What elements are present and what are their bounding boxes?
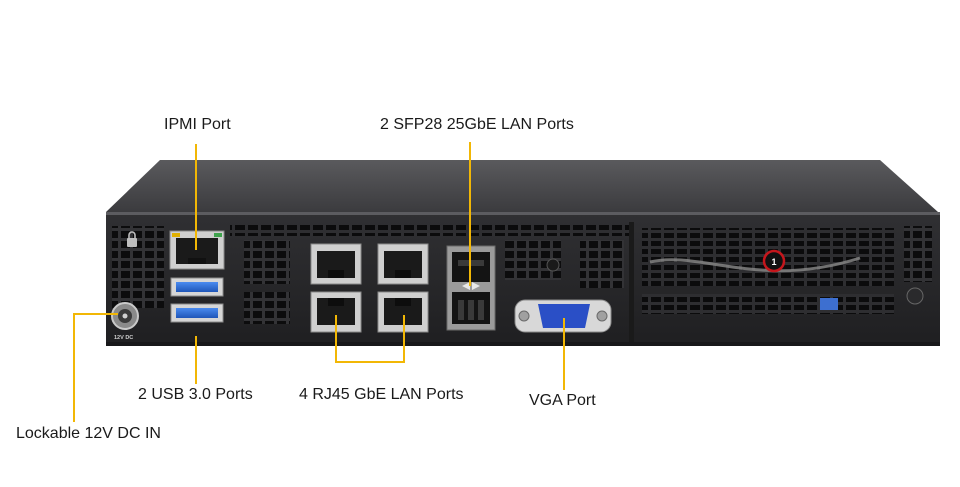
lock-icon	[127, 231, 137, 247]
dc-marking: 12V DC	[114, 335, 133, 341]
rj45-lan-port-1	[310, 243, 362, 285]
leader-rj45	[335, 315, 405, 363]
label-rj45-ports: 4 RJ45 GbE LAN Ports	[299, 386, 464, 403]
slot-badge-number: 1	[771, 257, 776, 267]
rj45-lan-port-2	[377, 243, 429, 285]
vga-port	[514, 299, 612, 333]
label-ipmi-port: IPMI Port	[164, 116, 231, 133]
dc-power-jack	[111, 302, 139, 330]
slot-badge	[762, 249, 786, 273]
rj45-lan-port-4	[377, 291, 429, 333]
usb-port-1	[170, 277, 224, 297]
leader-lines	[73, 142, 565, 422]
label-dc-in: Lockable 12V DC IN	[16, 425, 161, 442]
label-sfp28-ports: 2 SFP28 25GbE LAN Ports	[380, 116, 574, 133]
left-vent	[112, 226, 164, 308]
chassis-top	[106, 160, 938, 212]
usb-port-2	[170, 303, 224, 323]
leader-dc	[73, 313, 118, 422]
expansion-slot	[642, 228, 894, 314]
label-vga-port: VGA Port	[529, 392, 596, 409]
screw-icon	[546, 258, 560, 272]
label-usb-ports: 2 USB 3.0 Ports	[138, 386, 253, 403]
